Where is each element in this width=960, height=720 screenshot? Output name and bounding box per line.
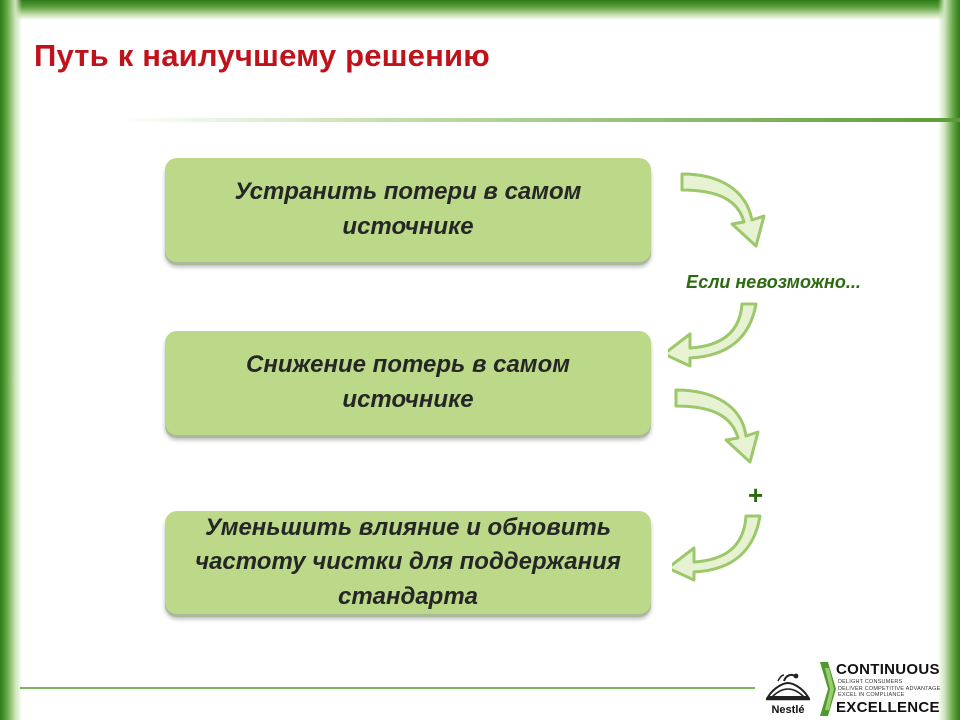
continuous-excellence-logo: Nestlé CONTINUOUS DELIGHT CONSUMERS DELI… [758, 658, 960, 720]
step-box-3[interactable]: Уменьшить влияние и обновить частоту чис… [165, 511, 651, 614]
logo-tagline-3: EXCEL IN COMPLIANCE [838, 692, 905, 698]
curved-arrow-icon [672, 514, 762, 582]
logo-line-excellence: EXCELLENCE [836, 699, 940, 716]
step-2-text: Снижение потерь в самом источнике [246, 351, 570, 413]
step-1-text: Устранить потери в самом источнике [234, 178, 582, 240]
frame-left [0, 0, 22, 720]
nestle-nest-icon: Nestlé [758, 658, 818, 720]
footer-divider [20, 687, 755, 689]
plus-sign: + [748, 480, 764, 510]
step-box-1[interactable]: Устранить потери в самом источнике [165, 158, 651, 262]
title-divider [120, 118, 960, 122]
frame-right [938, 0, 960, 720]
condition-note: Если невозможно... [686, 272, 861, 292]
logo-tagline-1: DELIGHT CONSUMERS [838, 679, 903, 685]
curved-arrow-icon [674, 388, 760, 464]
nest-drawing [766, 673, 810, 701]
logo-line-continuous: CONTINUOUS [836, 661, 940, 678]
curved-arrow-icon [668, 302, 758, 368]
slide-title: Путь к наилучшему решению [34, 38, 490, 73]
curved-arrow-icon [680, 172, 766, 248]
continuous-excellence-text: CONTINUOUS DELIGHT CONSUMERS DELIVER COM… [836, 660, 956, 718]
logo-tagline-2: DELIVER COMPETITIVE ADVANTAGE [838, 686, 941, 692]
frame-top [0, 0, 960, 20]
nestle-wordmark: Nestlé [771, 704, 805, 716]
step-3-text: Уменьшить влияние и обновить частоту чис… [195, 514, 621, 610]
step-box-2[interactable]: Снижение потерь в самом источнике [165, 331, 651, 435]
chevron-icon [820, 662, 836, 716]
